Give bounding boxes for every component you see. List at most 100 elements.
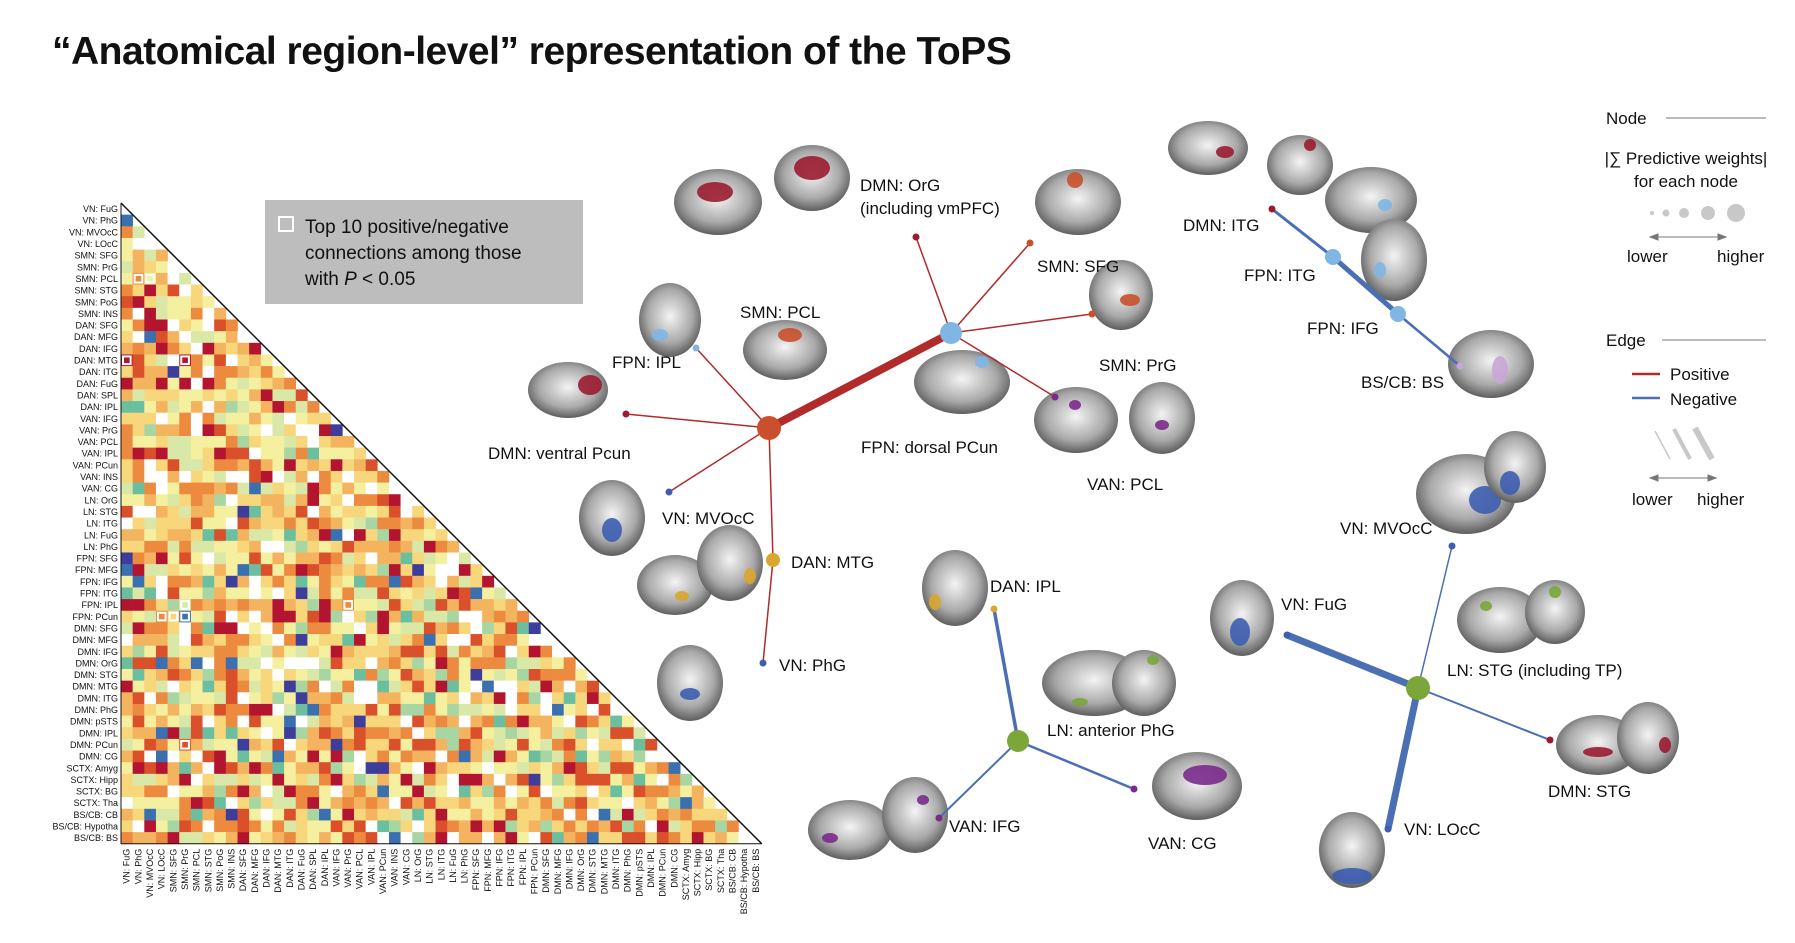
matrix-cell bbox=[272, 412, 285, 425]
matrix-cell bbox=[190, 575, 203, 588]
matrix-cell bbox=[260, 447, 273, 460]
matrix-cell bbox=[295, 412, 308, 425]
matrix-cell bbox=[132, 564, 145, 577]
matrix-cell bbox=[528, 738, 541, 751]
matrix-cell bbox=[144, 634, 157, 646]
matrix-cell bbox=[272, 820, 285, 833]
matrix-cell bbox=[249, 552, 262, 565]
matrix-cell bbox=[330, 669, 343, 681]
matrix-cell bbox=[190, 669, 203, 681]
matrix-cell bbox=[412, 599, 425, 612]
matrix-cell bbox=[330, 575, 343, 588]
matrix-cell bbox=[354, 703, 366, 716]
matrix-cell bbox=[179, 436, 192, 448]
matrix-cell bbox=[144, 401, 157, 413]
matrix-cell bbox=[155, 657, 168, 670]
matrix-cell bbox=[155, 307, 168, 320]
matrix-cell bbox=[482, 645, 495, 658]
matrix-cell bbox=[633, 738, 646, 751]
matrix-cell bbox=[225, 319, 238, 332]
matrix-cell bbox=[656, 808, 669, 821]
matrix-cell bbox=[400, 622, 413, 635]
matrix-cell bbox=[202, 424, 215, 437]
matrix-cell bbox=[587, 703, 599, 716]
matrix-cell bbox=[423, 575, 436, 588]
matrix-cell bbox=[307, 459, 320, 472]
matrix-cell bbox=[354, 482, 366, 495]
matrix-cell bbox=[552, 680, 564, 693]
matrix-cell bbox=[563, 773, 576, 786]
matrix-cell bbox=[307, 762, 320, 775]
matrix-cell bbox=[400, 645, 413, 658]
matrix-cell bbox=[167, 366, 180, 379]
matrix-cell bbox=[237, 366, 250, 379]
column-label: DAN: SPL bbox=[308, 849, 318, 890]
matrix-cell bbox=[388, 808, 401, 821]
matrix-cell bbox=[435, 529, 448, 542]
matrix-cell bbox=[447, 634, 460, 646]
matrix-cell bbox=[458, 634, 471, 646]
matrix-cell bbox=[377, 634, 390, 646]
matrix-cell bbox=[249, 354, 262, 367]
matrix-cell bbox=[575, 785, 588, 798]
matrix-cell bbox=[505, 808, 518, 821]
matrix-cell bbox=[505, 599, 518, 612]
edge bbox=[762, 559, 774, 664]
matrix-cell bbox=[237, 505, 250, 518]
matrix-cell bbox=[132, 738, 145, 751]
edge bbox=[1271, 207, 1334, 259]
matrix-cell bbox=[377, 808, 390, 821]
brain-region-highlight bbox=[578, 375, 602, 395]
matrix-cell bbox=[342, 494, 355, 507]
matrix-cell bbox=[179, 517, 192, 530]
brain-region-highlight bbox=[1332, 868, 1372, 884]
matrix-cell bbox=[132, 447, 145, 460]
legend-edge-title: Edge bbox=[1606, 331, 1646, 350]
matrix-cell bbox=[144, 715, 157, 728]
matrix-cell bbox=[144, 750, 157, 763]
matrix-cell bbox=[249, 412, 262, 425]
matrix-cell bbox=[167, 575, 180, 588]
matrix-cell bbox=[423, 692, 436, 705]
matrix-cell bbox=[121, 447, 133, 460]
matrix-cell bbox=[319, 424, 331, 437]
matrix-cell bbox=[621, 738, 634, 751]
matrix-cell bbox=[202, 634, 215, 646]
matrix-cell bbox=[155, 680, 168, 693]
matrix-cell bbox=[237, 389, 250, 402]
matrix-cell bbox=[598, 762, 611, 775]
matrix-cell bbox=[435, 808, 448, 821]
label-vn-locc: VN: LOcC bbox=[1404, 820, 1481, 839]
brain-icon bbox=[1448, 330, 1534, 398]
matrix-cell bbox=[540, 669, 553, 681]
matrix-cell bbox=[482, 738, 495, 751]
matrix-cell bbox=[330, 599, 343, 612]
matrix-cell bbox=[354, 564, 366, 577]
matrix-cell bbox=[144, 494, 157, 507]
matrix-cell bbox=[575, 669, 588, 681]
matrix-cell bbox=[633, 727, 646, 740]
matrix-cell bbox=[155, 703, 168, 716]
matrix-cell bbox=[167, 785, 180, 798]
matrix-cell bbox=[598, 727, 611, 740]
edge bbox=[915, 236, 952, 334]
matrix-cell bbox=[435, 773, 448, 786]
matrix-cell bbox=[482, 634, 495, 646]
brain-region-highlight bbox=[822, 833, 838, 843]
matrix-cell bbox=[330, 762, 343, 775]
note-box bbox=[265, 200, 583, 304]
matrix-cell bbox=[621, 727, 634, 740]
matrix-cell bbox=[155, 552, 168, 565]
row-label: DAN: SPL bbox=[77, 390, 118, 400]
matrix-cell bbox=[377, 820, 390, 833]
matrix-cell bbox=[552, 657, 564, 670]
matrix-cell bbox=[552, 703, 564, 716]
edge bbox=[1331, 255, 1400, 316]
matrix-cell bbox=[435, 680, 448, 693]
matrix-cell bbox=[377, 540, 390, 553]
matrix-cell bbox=[563, 832, 576, 845]
matrix-cell bbox=[470, 634, 483, 646]
matrix-cell bbox=[225, 703, 238, 716]
column-label: DMN: pSTS bbox=[634, 849, 644, 897]
matrix-cell bbox=[167, 272, 180, 285]
